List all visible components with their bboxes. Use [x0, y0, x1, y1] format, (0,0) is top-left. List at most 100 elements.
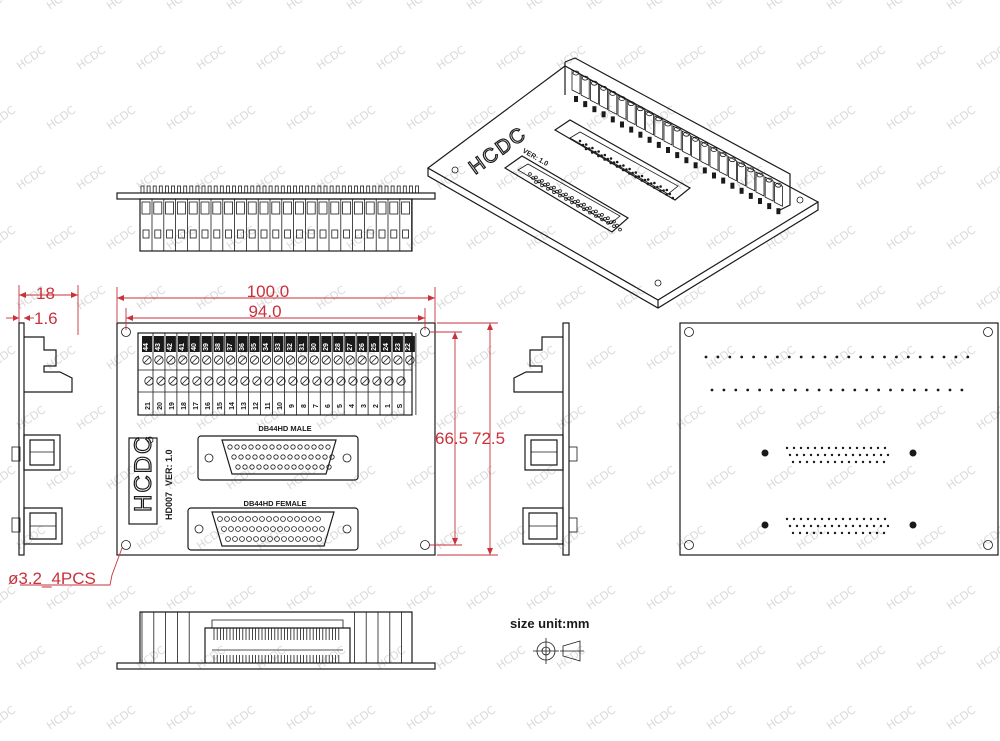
watermark-text: HCDC [344, 463, 378, 492]
watermark-text: HCDC [224, 103, 258, 132]
watermark-text: HCDC [464, 0, 498, 12]
dim-side-thickness: 1.6 [34, 309, 58, 328]
bottom-connector-hole [909, 521, 917, 529]
watermark-text: HCDC [854, 43, 888, 72]
watermark-text: HCDC [614, 523, 648, 552]
connector-female-label: DB44HD FEMALE [244, 499, 307, 508]
watermark-text: HCDC [554, 643, 588, 672]
watermark-text: HCDC [524, 583, 558, 612]
watermark-text: HCDC [464, 463, 498, 492]
unit-label: size unit:mm [510, 616, 589, 631]
model-text: HD007 [164, 492, 174, 520]
brand-logo-text: HCDC [130, 435, 157, 512]
watermark-text: HCDC [884, 463, 918, 492]
terminal-screws [138, 333, 417, 415]
left-side-view [11, 322, 73, 556]
terminal-label-34: 34 [263, 343, 270, 351]
watermark-text: HCDC [0, 223, 18, 252]
terminal-label-20: 20 [157, 402, 164, 410]
watermark-text: HCDC [854, 283, 888, 312]
watermark-text: HCDC [764, 703, 798, 732]
watermark-text: HCDC [14, 43, 48, 72]
terminal-label-38: 38 [215, 343, 222, 351]
elevation-terminal-body [139, 611, 413, 663]
top-view-terminal-block [139, 198, 413, 252]
watermark-text: HCDC [464, 343, 498, 372]
brand-dot [146, 436, 154, 444]
terminal-label-24: 24 [383, 343, 390, 351]
watermark-text: HCDC [524, 343, 558, 372]
watermark-text: HCDC [944, 583, 978, 612]
version-text: VER: 1.0 [164, 449, 174, 486]
front-view-board [116, 322, 436, 556]
watermark-text: HCDC [704, 223, 738, 252]
watermark-text: HCDC [434, 523, 468, 552]
watermark-text: HCDC [614, 403, 648, 432]
watermark-text: HCDC [194, 643, 228, 672]
watermark-text: HCDC [284, 103, 318, 132]
watermark-text: HCDC [794, 403, 828, 432]
terminal-label-28: 28 [335, 343, 342, 351]
terminal-label-18: 18 [181, 402, 188, 410]
watermark-text: HCDC [74, 523, 108, 552]
terminal-label-9: 9 [289, 404, 296, 408]
bottom-connector-hole [761, 449, 769, 457]
watermark-text: HCDC [44, 343, 78, 372]
watermark-text: HCDC [284, 703, 318, 732]
terminal-label-39: 39 [203, 343, 210, 351]
watermark-text: HCDC [44, 223, 78, 252]
terminal-label-7: 7 [313, 404, 320, 408]
watermark-text: HCDC [344, 103, 378, 132]
watermark-text: HCDC [344, 703, 378, 732]
terminal-label-26: 26 [359, 343, 366, 351]
watermark-text: HCDC [884, 343, 918, 372]
watermark-text: HCDC [794, 43, 828, 72]
watermark-text: HCDC [374, 43, 408, 72]
terminal-label-31: 31 [299, 343, 306, 351]
watermark-text: HCDC [854, 403, 888, 432]
terminal-label-15: 15 [217, 402, 224, 410]
terminal-label-21: 21 [145, 402, 152, 410]
terminal-label-13: 13 [241, 402, 248, 410]
watermark-text: HCDC [914, 283, 948, 312]
watermark-text: HCDC [284, 0, 318, 12]
watermark-text: HCDC [614, 643, 648, 672]
watermark-text: HCDC [104, 223, 138, 252]
watermark-text: HCDC [644, 0, 678, 12]
watermark-text: HCDC [704, 703, 738, 732]
dimensions: 100.0 94.0 66.5 72.5 18 1.6 [6, 282, 505, 588]
mount-hole-bottom-right [420, 540, 430, 550]
watermark-text: HCDC [584, 0, 618, 12]
unit-legend: size unit:mm [510, 616, 589, 664]
watermark-text: HCDC [404, 703, 438, 732]
watermark-text: HCDC [644, 343, 678, 372]
terminal-label-16: 16 [205, 402, 212, 410]
watermark-text: HCDC [134, 643, 168, 672]
watermark-text: HCDC [704, 583, 738, 612]
watermark-text: HCDC [404, 223, 438, 252]
terminal-label-27: 27 [347, 343, 354, 351]
elevation-connector [204, 627, 351, 663]
watermark-text: HCDC [884, 583, 918, 612]
watermark-text: HCDC [554, 283, 588, 312]
db44-male-connector [197, 435, 359, 481]
watermark-text: HCDC [584, 463, 618, 492]
watermark-text: HCDC [674, 523, 708, 552]
top-view-terminal-row [140, 185, 419, 251]
terminal-label-32: 32 [287, 343, 294, 351]
watermark-text: HCDC [914, 163, 948, 192]
watermark-text: HCDC [374, 643, 408, 672]
watermark-text: HCDC [974, 403, 1000, 432]
watermark-text: HCDC [524, 103, 558, 132]
watermark-text: HCDC [524, 0, 558, 12]
watermark-text: HCDC [104, 0, 138, 12]
bottom-solder-points [704, 355, 970, 535]
watermark-text: HCDC [704, 103, 738, 132]
watermark-text: HCDC [224, 0, 258, 12]
left-side-connector-female [23, 507, 63, 545]
watermark-text: HCDC [764, 223, 798, 252]
watermark-text: HCDC [704, 463, 738, 492]
watermark-text: HCDC [134, 43, 168, 72]
watermark-text: HCDC [464, 703, 498, 732]
watermark-text: HCDC [944, 103, 978, 132]
